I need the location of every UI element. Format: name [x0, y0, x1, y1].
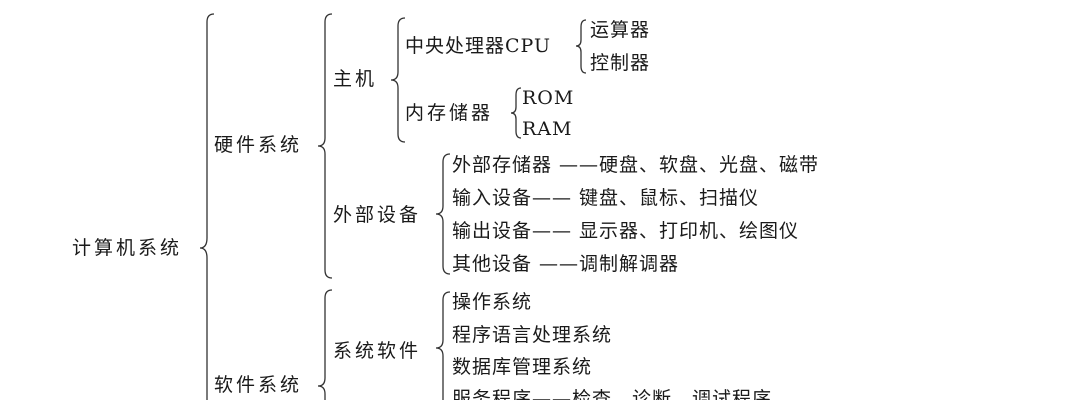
- brace-hardware: [317, 13, 333, 279]
- brace-peripherals: [435, 153, 451, 275]
- peripheral-item: 外部存储器 ——硬盘、软盘、光盘、磁带: [452, 154, 820, 176]
- system-software-item: 服务程序——检查、诊断、调试程序: [452, 388, 773, 400]
- brace-software: [317, 289, 333, 400]
- memory-part-ram: RAM: [522, 118, 573, 140]
- brace-root: [199, 13, 215, 400]
- brace-memory: [510, 87, 522, 139]
- root-label: 计算机系统: [72, 237, 183, 259]
- brace-system-software: [435, 291, 451, 400]
- peripherals-label: 外部设备: [333, 204, 422, 226]
- system-software-label: 系统软件: [333, 340, 422, 362]
- host-label: 主机: [333, 68, 378, 90]
- cpu-part-alu: 运算器: [590, 19, 651, 41]
- system-software-item: 程序语言处理系统: [452, 324, 613, 346]
- brace-host: [390, 17, 406, 143]
- cpu-part-control: 控制器: [590, 52, 651, 74]
- memory-part-rom: ROM: [522, 87, 575, 109]
- system-software-item: 数据库管理系统: [452, 356, 593, 378]
- hardware-label: 硬件系统: [214, 134, 303, 156]
- system-software-item: 操作系统: [452, 291, 533, 313]
- peripheral-item: 输出设备—— 显示器、打印机、绘图仪: [452, 220, 800, 242]
- cpu-label: 中央处理器CPU: [405, 35, 552, 57]
- brace-cpu: [575, 19, 587, 74]
- peripheral-item: 输入设备—— 键盘、鼠标、扫描仪: [452, 187, 760, 209]
- software-label: 软件系统: [214, 374, 303, 396]
- peripheral-item: 其他设备 ——调制解调器: [452, 253, 680, 275]
- memory-label: 内存储器: [405, 102, 494, 124]
